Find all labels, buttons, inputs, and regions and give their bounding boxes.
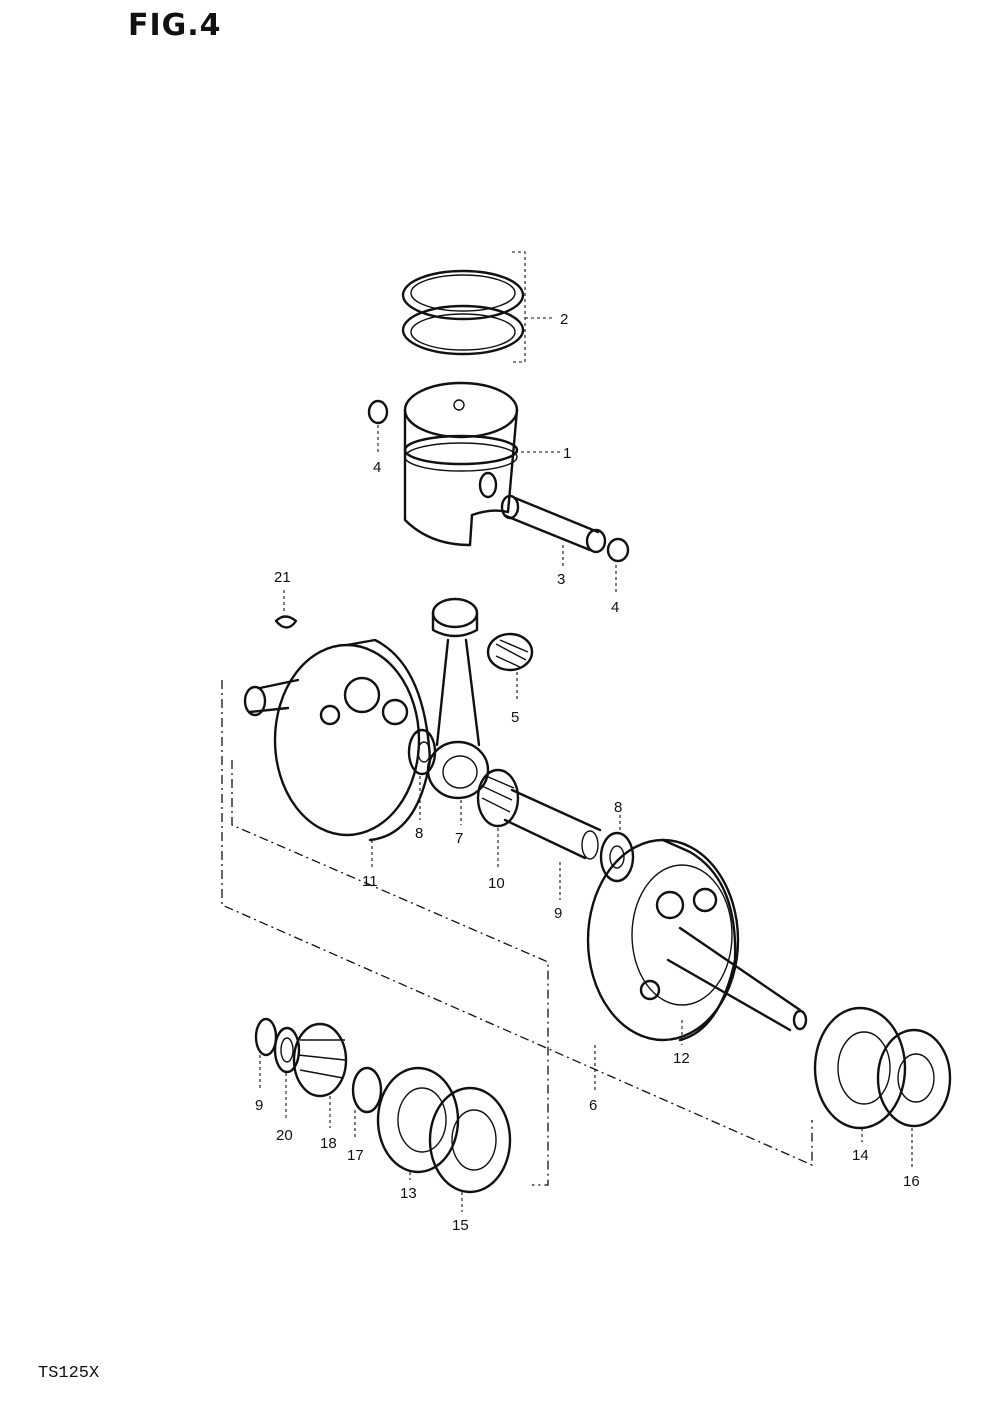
callout-17: 17 bbox=[347, 1147, 364, 1164]
crank-web-right bbox=[586, 838, 808, 1042]
callout-3: 3 bbox=[557, 571, 565, 588]
callout-6: 6 bbox=[589, 1097, 597, 1114]
crank-pin bbox=[503, 788, 602, 860]
model-code: TS125X bbox=[38, 1364, 100, 1383]
callout-9b: 9 bbox=[255, 1097, 263, 1114]
bearing-14 bbox=[813, 1006, 907, 1130]
callout-8b: 8 bbox=[614, 799, 622, 816]
thrust-washer-right bbox=[599, 831, 635, 883]
piston bbox=[403, 381, 519, 547]
figure-title: FIG.4 bbox=[128, 8, 222, 43]
callout-7: 7 bbox=[455, 830, 463, 847]
thrust-washer-left bbox=[407, 728, 437, 776]
primary-gear bbox=[292, 1022, 348, 1098]
lock-nut-left bbox=[254, 1017, 278, 1057]
crank-web-left bbox=[243, 638, 432, 842]
piston-rings bbox=[401, 269, 525, 356]
callout-18: 18 bbox=[320, 1135, 337, 1152]
callout-16: 16 bbox=[903, 1173, 920, 1190]
callout-5: 5 bbox=[511, 709, 519, 726]
connecting-rod bbox=[426, 597, 490, 800]
callout-12: 12 bbox=[673, 1050, 690, 1067]
bracket-inner bbox=[231, 760, 549, 1186]
callout-13: 13 bbox=[400, 1185, 417, 1202]
callout-20: 20 bbox=[276, 1127, 293, 1144]
callout-4a: 4 bbox=[373, 459, 381, 476]
needle-bearing-big bbox=[476, 768, 520, 828]
needle-bearing-small bbox=[486, 632, 534, 672]
bracket-rings bbox=[512, 251, 526, 363]
callout-2: 2 bbox=[560, 311, 568, 328]
washer-20 bbox=[273, 1026, 301, 1074]
callout-8a: 8 bbox=[415, 825, 423, 842]
callout-9a: 9 bbox=[554, 905, 562, 922]
oil-seal-16 bbox=[876, 1028, 952, 1128]
circlip-left bbox=[367, 399, 389, 425]
woodruff-key bbox=[274, 615, 298, 629]
callout-1: 1 bbox=[563, 445, 571, 462]
spacer-17 bbox=[351, 1066, 383, 1114]
oil-seal-15 bbox=[428, 1086, 512, 1194]
callout-14: 14 bbox=[852, 1147, 869, 1164]
bearing-13 bbox=[376, 1066, 460, 1174]
callout-21: 21 bbox=[274, 569, 291, 586]
callout-10: 10 bbox=[488, 875, 505, 892]
callout-11: 11 bbox=[362, 873, 378, 890]
callout-4b: 4 bbox=[611, 599, 619, 616]
circlip-right bbox=[606, 537, 630, 563]
piston-pin bbox=[500, 494, 607, 554]
callout-15: 15 bbox=[452, 1217, 469, 1234]
